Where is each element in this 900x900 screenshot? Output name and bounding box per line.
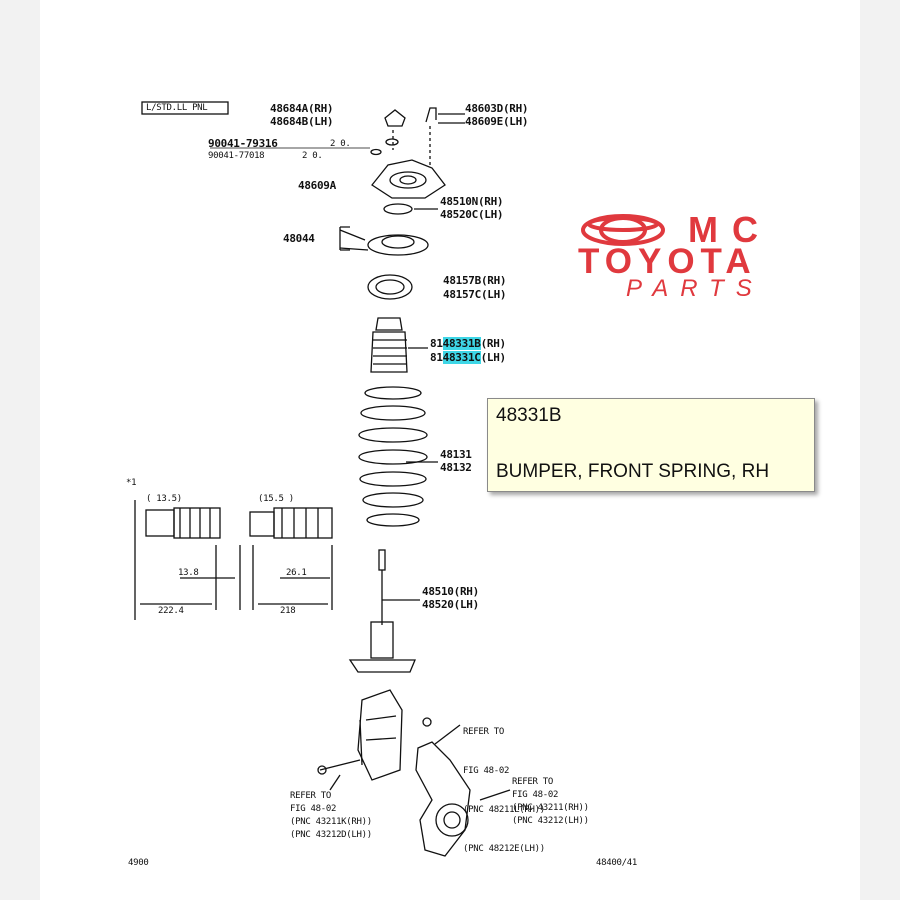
tooltip-part-number: 48331B [496,405,562,426]
torque-note-b: 2 0. [302,151,323,161]
spring-seat-part [367,234,429,256]
coil-spring-part [358,386,428,527]
part-label-48131[interactable]: 48131 [440,448,472,461]
part-label-48157c[interactable]: 48157C(LH) [443,288,507,301]
steering-knuckle-part [415,717,471,857]
part-label-48609a[interactable]: 48609A [298,179,336,192]
part-label-48510n[interactable]: 48510N(RH) [440,195,504,208]
inset-bumper-drawings [134,500,333,620]
nut-part [384,109,406,127]
part-label-90041-77018[interactable]: 90041-77018 [208,151,265,161]
dimension-b: 26.1 [286,568,307,578]
part-label-48044[interactable]: 48044 [283,232,315,245]
inset-right-title: (15.5 ) [258,494,294,504]
refer-note-left: REFER TO FIG 48-02 (PNC 43211K(RH)) (PNC… [290,791,372,840]
dimension-a: 13.8 [178,568,199,578]
inset-left-title: ( 13.5) [146,494,182,504]
part-label-48603d[interactable]: 48603D(RH) [465,102,529,115]
part-label-90041-79316[interactable]: 90041-79316 [208,137,278,150]
part-label-48331b[interactable]: 8148331B(RH) [430,337,506,350]
refer-note-right: REFER TO FIG 48-02 (PNC 43211(RH)) (PNC … [512,777,589,826]
part-label-48520[interactable]: 48520(LH) [422,598,479,611]
refer-note-upper: REFER TO FIG 48-02 (PNC 48211L(RH)) (PNC… [463,727,545,854]
spring-bumper-part [375,317,403,331]
part-label-48132[interactable]: 48132 [440,461,472,474]
upper-support-part [371,159,446,199]
part-label-48520c[interactable]: 48520C(LH) [440,208,504,221]
part-label-48684a[interactable]: 48684A(RH) [270,102,334,115]
dimension-c: 222.4 [158,606,184,616]
dimension-d: 218 [280,606,296,616]
inset-mark: *1 [126,478,137,488]
brand-line-toyota: TOYOTA [578,242,757,281]
brand-line-mc: MC [688,209,772,250]
tooltip-description: BUMPER, FRONT SPRING, RH [496,461,770,482]
part-tooltip: 48331B BUMPER, FRONT SPRING, RH [487,398,815,492]
part-label-48331c[interactable]: 8148331C(LH) [430,351,506,364]
part-label-48609e[interactable]: 48609E(LH) [465,115,529,128]
part-label-48684b[interactable]: 48684B(LH) [270,115,334,128]
omc-toyota-parts-logo: MC TOYOTA PARTS [578,210,863,305]
footer-code-right: 48400/41 [596,858,637,868]
part-label-48157b[interactable]: 48157B(RH) [443,274,507,287]
shock-absorber-part [348,549,420,781]
footer-code-left: 4900 [128,858,149,868]
insulator-part [367,274,413,300]
header-code-text: L/STD.LL PNL [146,103,208,113]
header-box [141,101,229,115]
strut-assembly-drawing [134,101,511,857]
torque-note-a: 2 0. [330,139,351,149]
brand-line-parts: PARTS [626,275,764,302]
toyota-emblem-icon [581,214,665,246]
bearing-part [383,203,413,215]
part-label-48510[interactable]: 48510(RH) [422,585,479,598]
